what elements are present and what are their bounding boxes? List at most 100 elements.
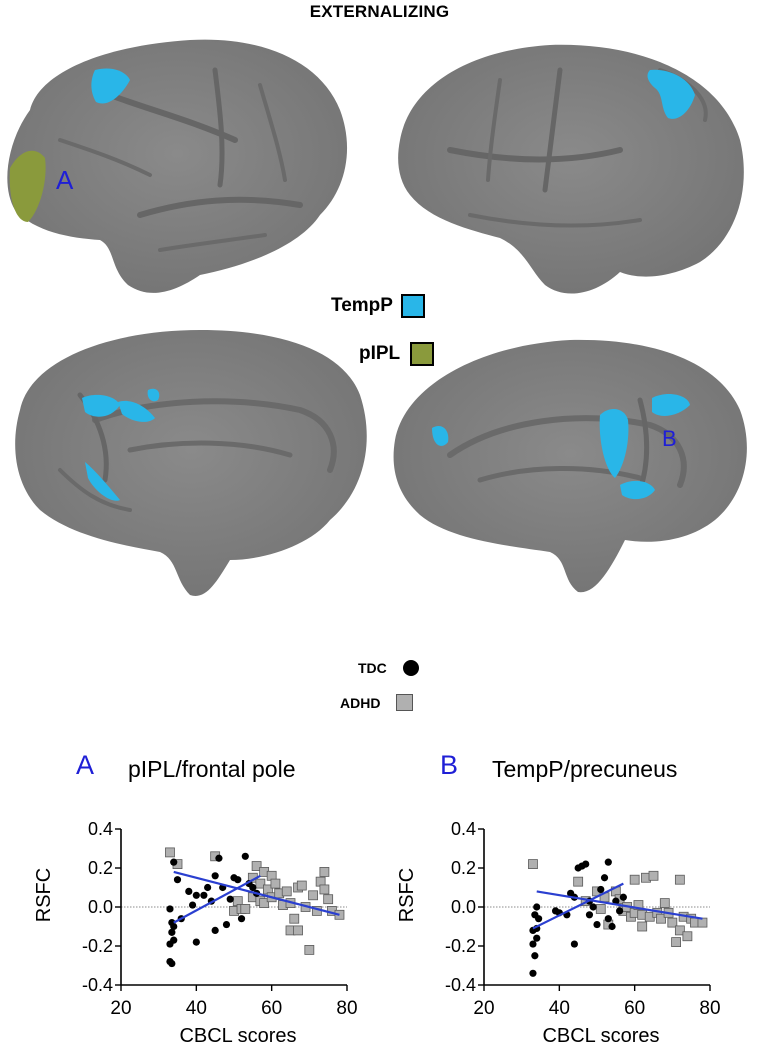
adhd-point [674,925,685,936]
adhd-point [319,884,330,895]
y-axis-label: RSFC [33,868,55,922]
tdc-point [608,922,616,931]
tdc-point [211,872,219,880]
y-tick-label: 0.0 [88,897,113,917]
y-tick-label: 0.2 [451,858,476,878]
y-axis-label: RSFC [396,868,418,922]
adhd-point [674,874,685,885]
brain-lateral-right [398,44,744,294]
tdc-point [192,891,200,899]
tdc-point [585,911,594,919]
adhd-point [648,870,659,881]
panel-b-letter: B [440,750,459,780]
brain-marker-b: B [662,426,677,451]
tdc-point [170,858,178,866]
adhd-point [304,945,315,955]
tdc-point [170,922,178,931]
brain-marker-a: A [56,165,74,195]
adhd-point [573,876,584,887]
tdc-point [211,926,219,935]
adhd-point [289,913,300,924]
pipl-swatch-icon [410,342,435,366]
tdc-point [593,920,601,929]
x-tick-label: 20 [473,998,494,1019]
adhd-point [270,878,281,889]
adhd-point [637,921,648,932]
adhd-point [240,904,251,914]
adhd-point [629,874,640,885]
y-tick-label: -0.4 [445,975,476,995]
brain-medial-right [393,339,747,593]
panel-b-title: TempP/precuneus [492,756,678,782]
tdc-point [188,901,197,909]
legend-item-pipl: pIPL [359,342,435,366]
legend-label-pipl: pIPL [359,343,401,364]
x-tick-label: 20 [110,998,131,1019]
page-title: EXTERNALIZING [309,2,450,21]
tdc-point [192,938,200,946]
brain-medial-left [15,330,367,596]
tdc-point [531,952,539,960]
adhd-point [255,878,266,889]
tempp-swatch-icon [400,294,425,318]
legend-label-tempp: TempP [331,295,393,316]
legend-label-tdc: TDC [358,660,387,676]
x-tick-label: 40 [549,998,570,1019]
x-tick-label: 60 [261,998,282,1019]
adhd-point [671,937,681,947]
tdc-point [226,895,234,903]
y-tick-label: 0.2 [88,858,113,878]
brain-lateral-left [7,39,348,293]
tdc-point [168,928,176,936]
adhd-point [633,900,644,910]
adhd-point [697,917,708,928]
panel-a-title: pIPL/frontal pole [128,756,296,782]
tdc-point [531,911,539,919]
tdc-point [600,874,609,882]
adhd-point [656,913,666,924]
adhd-point [595,904,606,914]
panel-a-letter: A [76,750,95,780]
tdc-point [589,903,597,911]
y-tick-label: 0.4 [88,819,113,839]
tdc-point [529,940,537,948]
tdc-point [241,852,249,860]
tdc-point [597,885,605,894]
tdc-point [612,897,620,905]
tdc-point [222,920,231,929]
adhd-point [281,886,292,897]
adhd-point [528,859,538,869]
fit-line-tdc [173,874,261,924]
tdc-point [533,903,541,911]
adhd-point [251,861,262,871]
y-tick-label: 0.0 [451,897,476,917]
adhd-point [659,898,670,908]
x-axis-label: CBCL scores [542,1025,659,1047]
tdc-point [604,858,612,866]
tdc-point [529,969,537,977]
y-tick-label: -0.2 [445,936,476,956]
tdc-point [619,893,627,901]
adhd-point [319,867,330,877]
tdc-point [582,860,590,868]
adhd-point [323,894,334,905]
x-tick-label: 60 [624,998,645,1019]
tdc-point [166,905,174,913]
y-tick-label: -0.2 [82,936,113,956]
tdc-point [237,915,246,923]
legend-item-adhd: ADHD [340,694,414,711]
legend-item-tempp: TempP [331,294,425,318]
tdc-point [249,883,257,892]
tdc-point [604,915,612,923]
tdc-point [173,876,182,884]
y-tick-label: 0.4 [451,819,476,839]
tdc-point [200,891,208,899]
tdc-point [204,883,212,892]
tdc-point [570,940,579,948]
x-tick-label: 80 [336,998,357,1019]
circle-marker-icon [402,660,419,676]
tdc-point [533,934,541,942]
tdc-point [234,876,242,884]
